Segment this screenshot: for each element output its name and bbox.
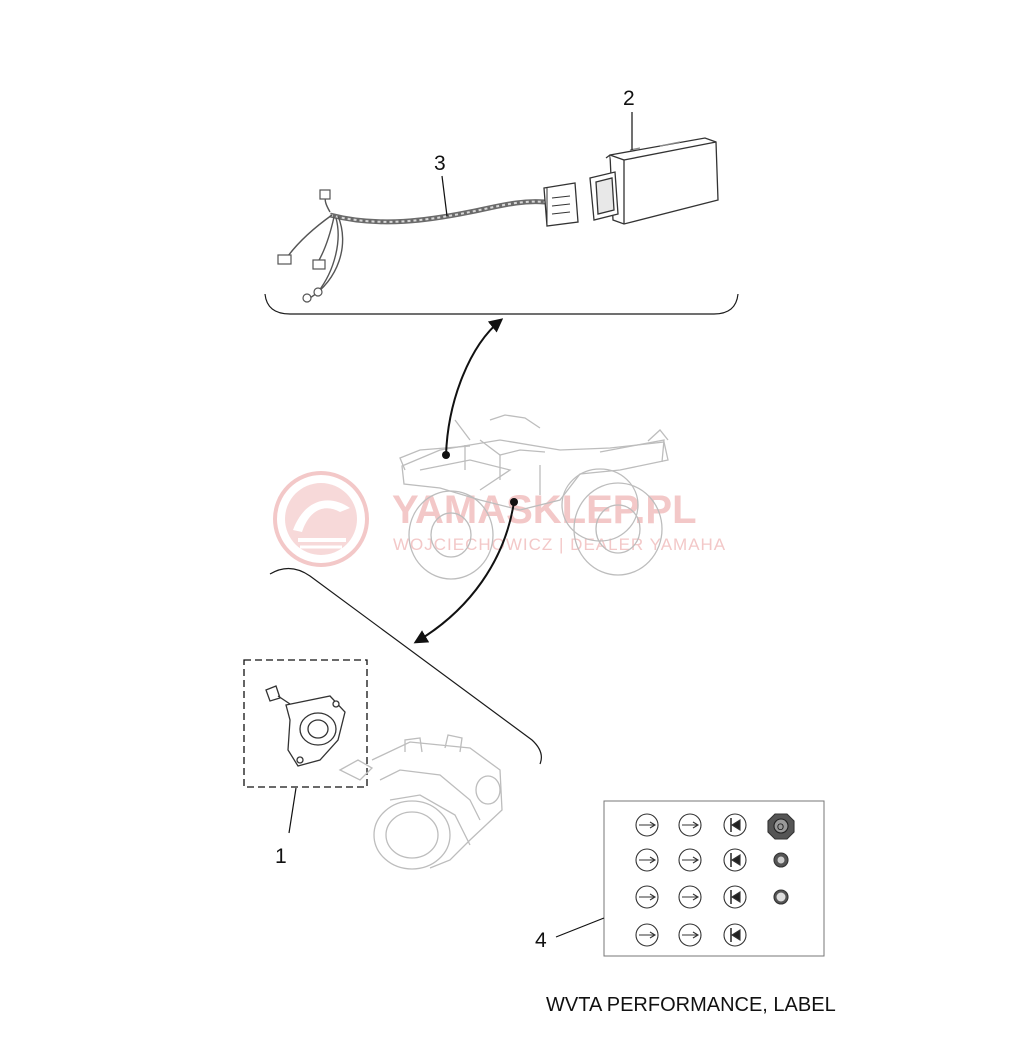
callout-1: 1 [275, 787, 297, 868]
throttle-body [338, 734, 503, 870]
top-group-bracket [264, 293, 739, 315]
callout-4: 4 [535, 917, 605, 952]
label-icon-row-1-col-2 [678, 813, 702, 837]
watermark-subtitle: WOJCIECHOWICZ | DEALER YAMAHA [393, 535, 726, 554]
callout-3: 3 [434, 152, 448, 217]
throttle-position-sensor [265, 685, 346, 767]
callout-4-label: 4 [535, 929, 547, 952]
label-gear-icon [773, 852, 789, 868]
arrow-to-top-group [445, 318, 504, 456]
label-icon-row-1-col-1 [635, 813, 659, 837]
label-icon-row-4-col-2 [678, 923, 702, 947]
label-icon-row-3-col-1 [635, 885, 659, 909]
callout-2: 2 [623, 87, 635, 150]
label-flag-icon-row-1 [723, 813, 747, 837]
atv-point-bottom [510, 498, 518, 506]
label-icon-row-2-col-1 [635, 848, 659, 872]
watermark-logo-icon [273, 471, 369, 567]
watermark: YAMASKLEP.PL WOJCIECHOWICZ | DEALER YAMA… [273, 471, 726, 567]
label-icon-row-2-col-2 [678, 848, 702, 872]
label-icon-row-4-col-1 [635, 923, 659, 947]
callout-3-label: 3 [434, 152, 446, 175]
atv-illustration [399, 414, 669, 580]
label-flag-icon-row-3 [723, 885, 747, 909]
label-octagon-icon: O [767, 813, 795, 840]
label-p-icon [773, 889, 789, 905]
watermark-name: YAMASKLEP.PL [392, 488, 697, 532]
sensor-dashed-box [243, 659, 368, 788]
label-sheet-items: O [635, 813, 795, 947]
wire-harness [277, 182, 579, 303]
label-flag-icon-row-4 [723, 923, 747, 947]
svg-text:O: O [777, 822, 784, 832]
label-flag-icon-row-2 [723, 848, 747, 872]
atv-point-top [442, 451, 450, 459]
bottom-group-bracket [269, 567, 542, 765]
callout-1-label: 1 [275, 845, 287, 868]
diagram-caption: WVTA PERFORMANCE, LABEL [546, 994, 836, 1016]
ecu-box [589, 137, 719, 225]
arrow-to-bottom-group [413, 501, 515, 644]
callout-2-label: 2 [623, 87, 635, 110]
label-icon-row-3-col-2 [678, 885, 702, 909]
